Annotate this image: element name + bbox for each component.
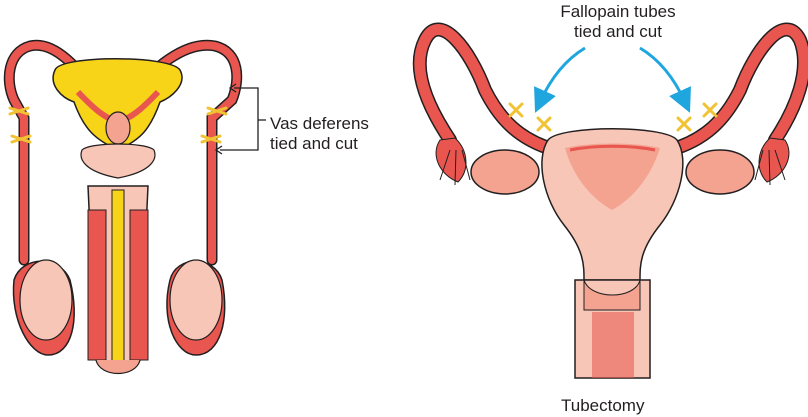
tube-arrow-right: [639, 46, 691, 113]
testis-right: [166, 259, 226, 356]
seminal-vesicle: [52, 58, 183, 151]
fimbriae-left: [435, 137, 471, 186]
vas-label-pointer: [214, 83, 266, 155]
vas-label-line2: tied and cut: [270, 134, 358, 153]
vas-tie-right: [200, 106, 228, 144]
male-reproductive-diagram: [3, 39, 266, 374]
fallopian-tubes-label: Fallopain tubes tied and cut: [540, 2, 696, 42]
tubectomy-caption: Tubectomy: [561, 396, 645, 415]
fallopian-label-line1: Fallopain tubes: [560, 2, 676, 21]
vas-deferens-label: Vas deferens tied and cut: [270, 114, 369, 154]
prostate: [80, 143, 156, 179]
fallopian-label-line2: tied and cut: [574, 22, 662, 41]
vas-label-line1: Vas deferens: [270, 114, 369, 133]
ovary-left: [470, 149, 540, 195]
female-reproductive-diagram: [412, 22, 808, 379]
testis-left: [12, 259, 75, 356]
fimbriae-right: [754, 137, 790, 186]
vas-tie-left: [8, 106, 32, 144]
ovary-right: [685, 149, 755, 195]
tube-tie-left: [508, 102, 552, 132]
tube-tie-right: [676, 102, 718, 132]
tube-arrow-left: [534, 46, 586, 113]
